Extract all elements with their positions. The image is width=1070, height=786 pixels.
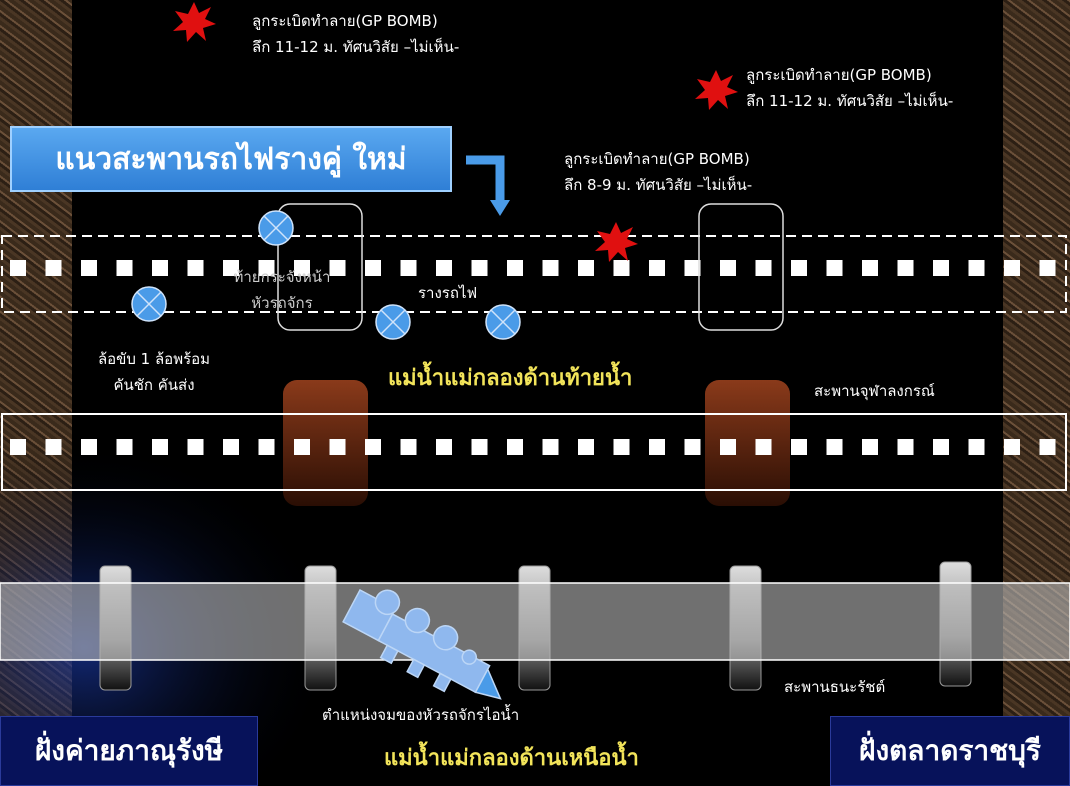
rail-tie [720,260,736,276]
front-grille-label: ท้ายกระจังหน้าหัวรถจักร [233,268,331,312]
rail-tie [933,439,949,455]
right-bank-label: ฝั่งตลาดราชบุรี [830,716,1070,786]
rail-tie [187,260,204,276]
rail-tie [400,439,417,455]
drive-wheel-label: ล้อขับ 1 ล้อพร้อมคันชัก คันส่ง [97,350,211,394]
rail-tie [471,260,488,276]
rail-tie [791,260,807,276]
rail-tie [1039,260,1056,276]
bridge-pier-left [283,380,368,506]
rail-tie [897,260,914,276]
rail-tie [294,439,310,455]
rail-tie [968,260,985,276]
rail-tie [684,439,701,455]
julalongkorn-bridge-label: สะพานจุฬาลงกรณ์ [814,382,935,400]
rail-tie [152,439,168,455]
bomb-icons [173,2,738,262]
thanarat-bridge-band [0,582,1070,661]
rail-tie [45,260,62,276]
rail-tie [436,260,452,276]
rail-tie [365,260,381,276]
bridge-pier-right [705,380,790,506]
rail-tie [684,260,701,276]
rail-tie [1039,439,1056,455]
bomb-label-1: ลูกระเบิดทำลาย(GP BOMB)ลึก 11-12 ม. ทัศน… [252,12,460,56]
rail-tie [755,439,772,455]
sunken-locomotive-icon [342,588,502,700]
rail-tie [294,260,310,276]
rail-tie [81,260,97,276]
rail-label: รางรถไฟ [418,284,478,302]
new-bridge-band [1,203,1067,331]
rail-tie [968,439,985,455]
rail-tie [755,260,772,276]
rail-tie [223,260,239,276]
rail-tie [329,439,346,455]
rail-tie [45,439,62,455]
rail-tie [152,260,168,276]
rail-tie [436,439,452,455]
bomb-label-3: ลูกระเบิดทำลาย(GP BOMB)ลึก 8-9 ม. ทัศนวิ… [564,150,753,194]
rail-tie [649,439,665,455]
bomb-label-2: ลูกระเบิดทำลาย(GP BOMB)ลึก 11-12 ม. ทัศน… [746,66,954,110]
rail-tie [471,439,488,455]
rail-tie [542,439,559,455]
rail-tie [1004,439,1020,455]
rail-tie [897,439,914,455]
rail-tie [10,260,26,276]
rail-tie [507,439,523,455]
rail-tie [329,260,346,276]
rail-tie [862,439,878,455]
rail-tie [10,439,26,455]
rail-tie [720,439,736,455]
rail-tie [81,439,97,455]
river-downstream-label: แม่น้ำแม่กลองด้านท้ายน้ำ [388,366,633,391]
rail-tie [116,439,133,455]
rail-tie [258,260,275,276]
left-bank-label: ฝั่งค่ายภาณุรังษี [0,716,258,786]
rail-tie [862,260,878,276]
rail-tie [613,260,630,276]
locomotive-front-outline [277,203,363,331]
locomotive-outline-right [698,203,784,331]
rail-tie [187,439,204,455]
rail-tie [791,439,807,455]
wheel-markers [131,210,521,340]
rail-tie [365,439,381,455]
rail-tie [400,260,417,276]
rail-tie [613,439,630,455]
sunk-position-label: ตำแหน่งจมของหัวรถจักรไอน้ำ [322,706,520,724]
rail-tie [933,260,949,276]
rail-tie [542,260,559,276]
rail-tie [116,260,133,276]
river-upstream-label: แม่น้ำแม่กลองด้านเหนือน้ำ [384,746,639,771]
rail-tie [826,260,843,276]
julalongkorn-bridge-band [1,413,1067,491]
thanarat-bridge-label: สะพานธนะรัชต์ [784,678,886,696]
rail-tie [258,439,275,455]
rail-tie [507,260,523,276]
rail-tie [649,260,665,276]
rail-tie [1004,260,1020,276]
title-box: แนวสะพานรถไฟรางคู่ ใหม่ [10,126,452,192]
rail-tie [578,260,594,276]
arrow-down-icon [466,155,505,200]
rail-tie [223,439,239,455]
rail-tie [578,439,594,455]
rail-tie [826,439,843,455]
